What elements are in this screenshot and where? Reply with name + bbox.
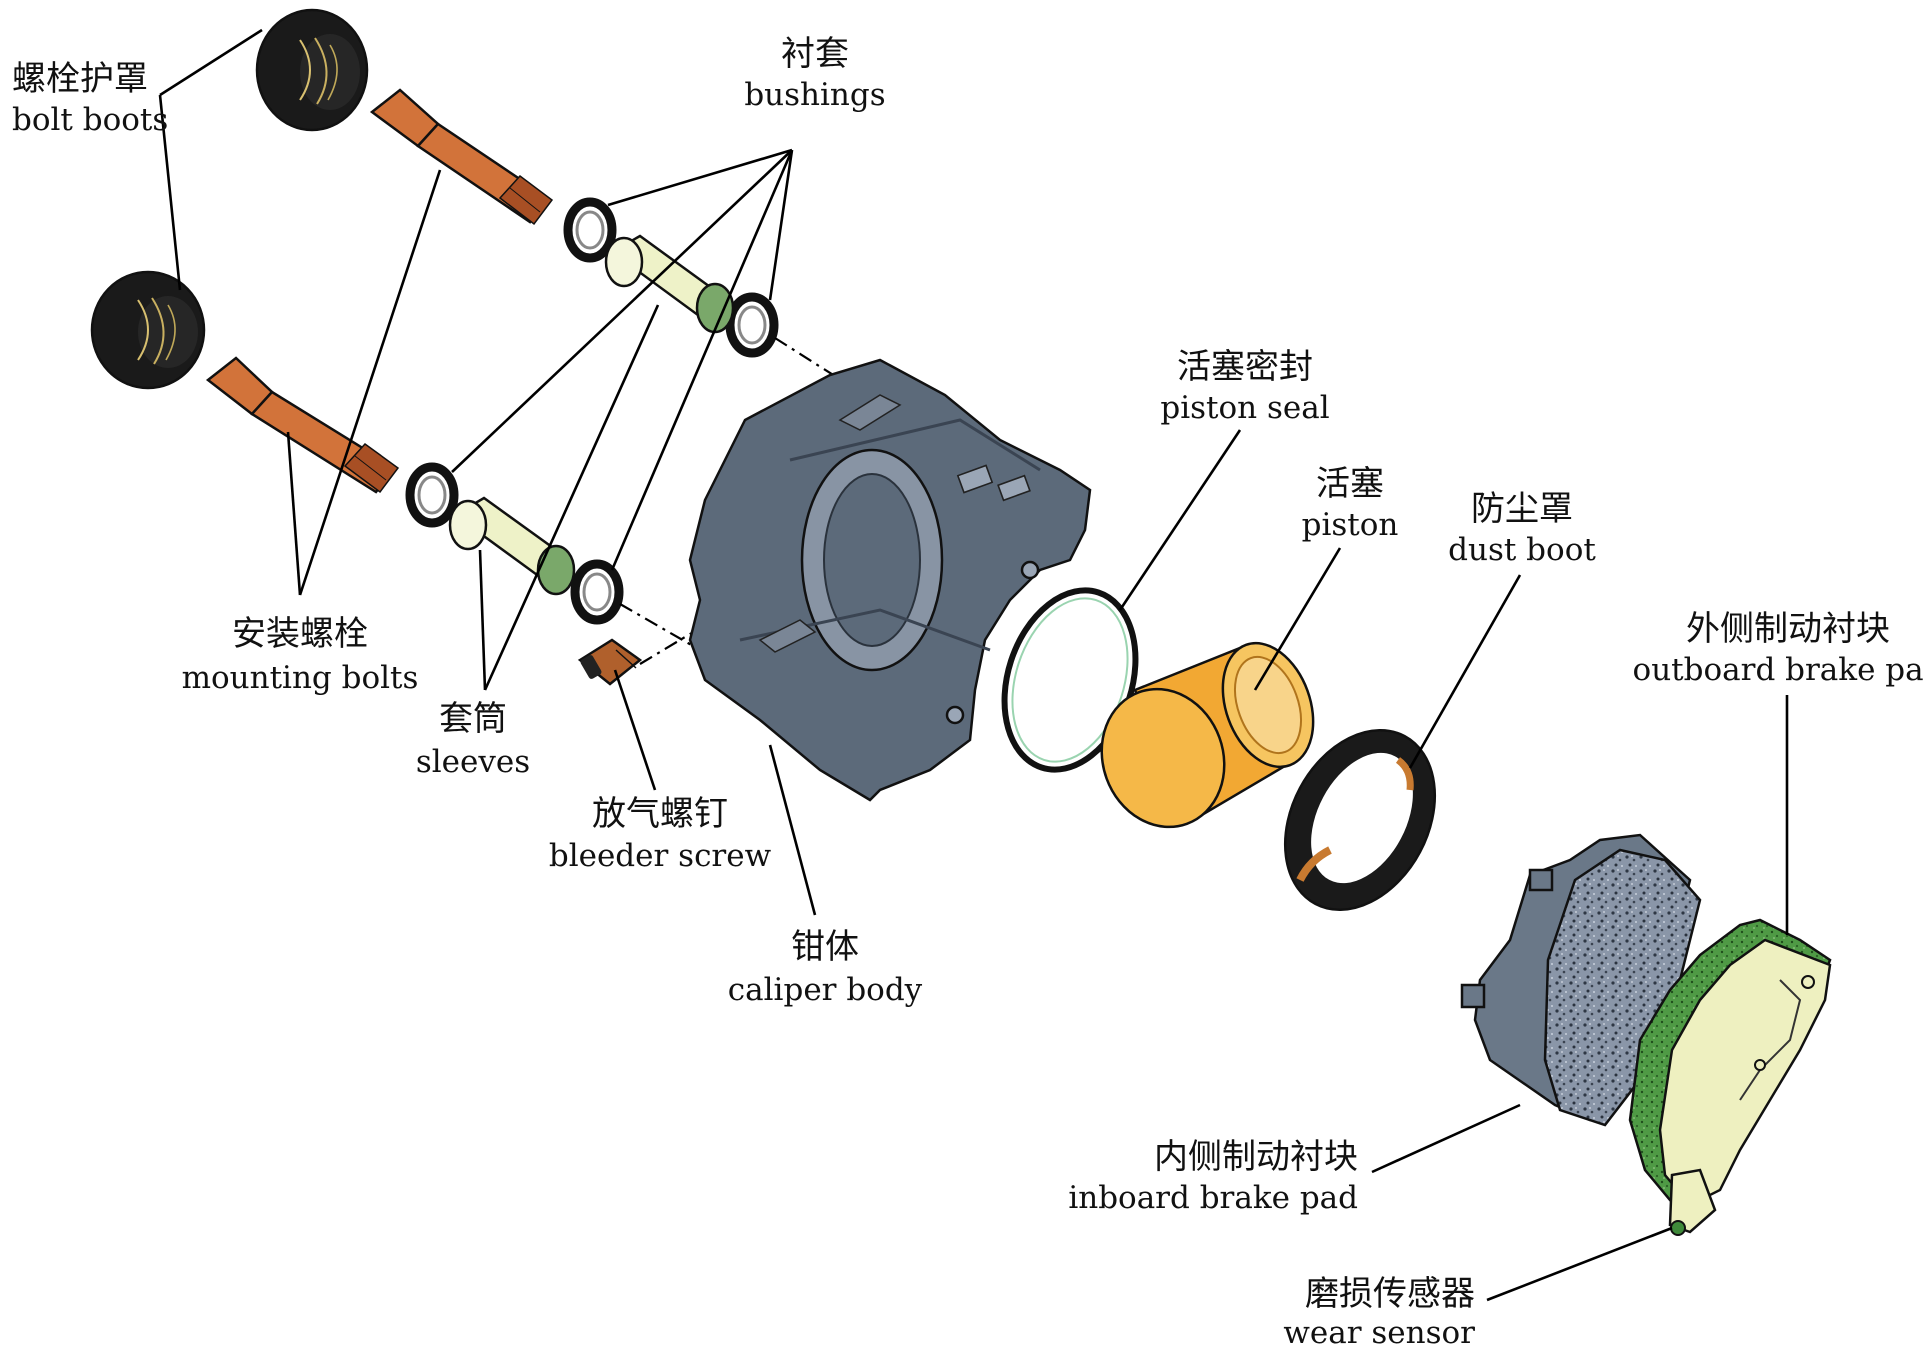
- label-inboard-brake-pad-zh: 内侧制动衬块: [1154, 1137, 1358, 1177]
- bolt-boot-upper: [255, 8, 369, 132]
- sleeve-upper: [604, 234, 735, 334]
- label-dust-boot: 防尘罩 dust boot: [1448, 489, 1596, 568]
- label-bushings-en: bushings: [744, 77, 885, 113]
- label-piston-seal: 活塞密封 piston seal: [1160, 347, 1329, 426]
- label-sleeves-en: sleeves: [416, 744, 530, 780]
- label-piston: 活塞 piston: [1302, 464, 1399, 543]
- label-bolt-boots: 螺栓护罩 bolt boots: [12, 59, 168, 138]
- label-piston-seal-en: piston seal: [1160, 390, 1329, 426]
- label-wear-sensor-zh: 磨损传感器: [1305, 1274, 1475, 1314]
- label-caliper-body: 钳体 caliper body: [728, 927, 923, 1008]
- label-mounting-bolts-en: mounting bolts: [182, 660, 419, 696]
- label-outboard-brake-pad-zh: 外侧制动衬块: [1686, 609, 1890, 649]
- label-inboard-brake-pad-en: inboard brake pad: [1068, 1180, 1358, 1216]
- label-mounting-bolts: 安装螺栓 mounting bolts: [182, 614, 419, 696]
- bolt-boot-lower: [90, 270, 206, 390]
- label-bushings-zh: 衬套: [781, 34, 849, 74]
- label-bleeder-screw-en: bleeder screw: [549, 838, 772, 874]
- label-piston-zh: 活塞: [1316, 464, 1384, 504]
- alignment-line-lower: [619, 603, 701, 651]
- label-caliper-body-zh: 钳体: [791, 927, 859, 967]
- label-bolt-boots-zh: 螺栓护罩: [12, 59, 148, 99]
- outboard-brake-pad: [1628, 918, 1832, 1207]
- label-bushings: 衬套 bushings: [744, 34, 885, 113]
- label-bolt-boots-en: bolt boots: [12, 102, 168, 138]
- alignment-line-upper: [774, 337, 861, 393]
- label-wear-sensor-en: wear sensor: [1283, 1315, 1475, 1345]
- leader-lines: [158, 28, 1789, 1302]
- label-dust-boot-en: dust boot: [1448, 532, 1596, 568]
- mounting-bolt-lower: [205, 356, 400, 494]
- label-mounting-bolts-zh: 安装螺栓: [232, 614, 368, 654]
- label-inboard-brake-pad: 内侧制动衬块 inboard brake pad: [1068, 1137, 1358, 1216]
- label-wear-sensor: 磨损传感器 wear sensor: [1283, 1274, 1475, 1345]
- bushing-3: [405, 462, 459, 528]
- alignment-line-bleeder: [639, 627, 701, 665]
- wear-sensor: [1668, 1168, 1717, 1236]
- bushing-4: [570, 559, 624, 625]
- label-sleeves-zh: 套筒: [439, 699, 507, 739]
- label-dust-boot-zh: 防尘罩: [1471, 489, 1573, 529]
- sleeve-lower: [448, 496, 576, 596]
- label-bleeder-screw-zh: 放气螺钉: [592, 794, 728, 834]
- label-caliper-body-en: caliper body: [728, 972, 923, 1008]
- mounting-bolt-upper: [369, 88, 554, 226]
- piston: [1100, 641, 1315, 829]
- label-outboard-brake-pad: 外侧制动衬块 outboard brake pad: [1633, 609, 1925, 688]
- label-piston-seal-zh: 活塞密封: [1177, 347, 1313, 387]
- label-bleeder-screw: 放气螺钉 bleeder screw: [549, 794, 772, 874]
- inboard-brake-pad: [1460, 833, 1702, 1127]
- bushing-1: [563, 197, 617, 263]
- label-piston-en: piston: [1302, 507, 1399, 543]
- caliper-body: [688, 358, 1092, 802]
- bushing-2: [725, 292, 779, 358]
- label-outboard-brake-pad-en: outboard brake pad: [1633, 652, 1925, 688]
- label-sleeves: 套筒 sleeves: [416, 699, 530, 780]
- dust-boot: [1283, 729, 1437, 911]
- bleeder-screw: [577, 638, 643, 686]
